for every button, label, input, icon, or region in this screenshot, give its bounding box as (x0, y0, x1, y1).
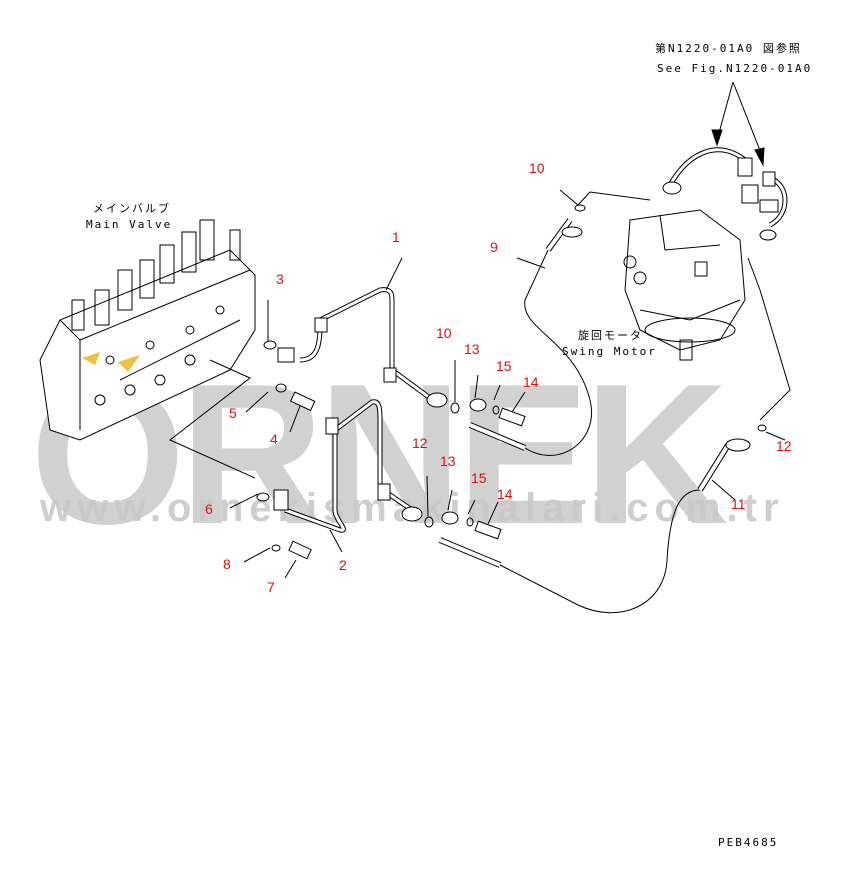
callout-12-right: 12 (776, 438, 792, 454)
callout-5: 5 (229, 405, 237, 421)
callout-7: 7 (267, 579, 275, 595)
callout-12: 12 (412, 435, 428, 451)
callout-2: 2 (339, 557, 347, 573)
callout-15-upper: 15 (496, 358, 512, 374)
callout-15-lower: 15 (471, 470, 487, 486)
callout-8: 8 (223, 556, 231, 572)
reference-en: See Fig.N1220-01A0 (657, 62, 813, 75)
swing-motor-label-jp: 旋回モータ (578, 329, 643, 342)
main-valve-label-en: Main Valve (86, 218, 173, 231)
drawing-code: PEB4685 (718, 836, 779, 849)
callout-14-lower: 14 (497, 486, 513, 502)
callout-11: 11 (731, 496, 746, 512)
reference-jp: 第N1220-01A0 図参照 (655, 42, 802, 55)
callout-3: 3 (276, 271, 284, 287)
swing-motor-drawing (623, 147, 788, 361)
callout-10-upper: 10 (529, 160, 545, 176)
main-valve-label-jp: メインバルブ (93, 202, 171, 215)
callout-14-upper: 14 (523, 374, 539, 390)
callout-9: 9 (490, 239, 498, 255)
callout-6: 6 (205, 501, 213, 517)
callout-13-lower: 13 (440, 453, 456, 469)
main-valve-drawing (39, 219, 256, 441)
swing-motor-label-en: Swing Motor (562, 345, 657, 358)
callout-4: 4 (270, 431, 278, 447)
callout-10: 10 (436, 325, 452, 341)
callout-13-upper: 13 (464, 341, 480, 357)
callout-1: 1 (392, 229, 400, 245)
